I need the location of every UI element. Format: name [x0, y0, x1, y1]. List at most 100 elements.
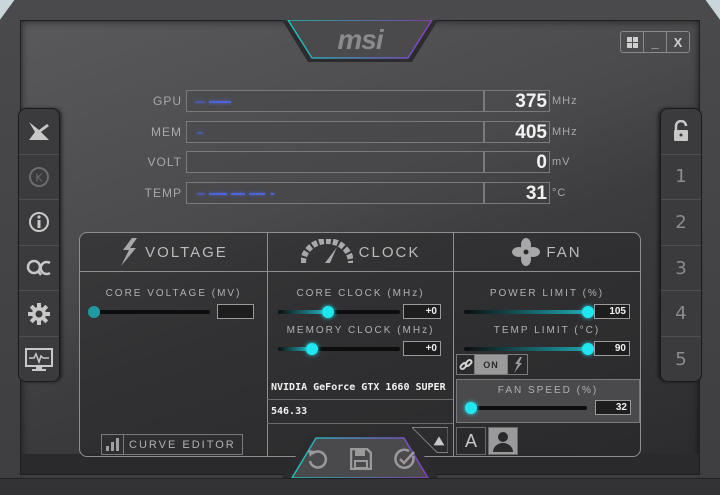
voltage-header: VOLTAGE: [80, 233, 267, 272]
oc-scanner-icon: [26, 259, 51, 276]
driver-version: 546.33: [267, 400, 453, 424]
apply-icon[interactable]: [394, 448, 416, 470]
link-button[interactable]: [457, 355, 475, 374]
settings-icon: [28, 302, 50, 325]
control-panel: VOLTAGE CORE VOLTAGE (MV) CURVE EDITOR C…: [79, 232, 641, 457]
profile-3[interactable]: 3: [661, 246, 701, 292]
triangle-up-icon: [433, 436, 445, 446]
monitor-unit: mV: [552, 156, 571, 168]
svg-text:K: K: [35, 171, 43, 184]
window-controls: _ X: [620, 31, 690, 53]
close-button[interactable]: X: [673, 34, 683, 50]
core-voltage-slider[interactable]: [88, 306, 210, 318]
monitor-graph: [186, 121, 484, 143]
core-voltage-input[interactable]: [217, 304, 254, 319]
oc-scanner-button[interactable]: [19, 246, 59, 292]
slider-knob[interactable]: [465, 402, 477, 414]
clock-header: CLOCK: [268, 233, 453, 272]
slider-knob[interactable]: [582, 343, 594, 355]
fan-icon: [512, 238, 541, 266]
monitor-label: GPU: [152, 94, 182, 108]
monitor-graph: [186, 151, 484, 173]
lightning-icon: [513, 356, 522, 373]
kombustor-icon: [29, 122, 49, 141]
limit-link-group: ON: [456, 354, 528, 375]
curve-editor-button[interactable]: CURVE EDITOR: [101, 434, 243, 455]
slider-knob[interactable]: [582, 306, 594, 318]
user-fan-button[interactable]: [488, 427, 518, 455]
link-toggle[interactable]: ON: [475, 355, 507, 374]
fan-speed-slider[interactable]: [465, 402, 587, 414]
slider-knob[interactable]: [322, 306, 334, 318]
monitor-unit: MHz: [552, 126, 578, 138]
core-clock-input[interactable]: +0: [403, 304, 441, 319]
left-sidebar: K: [18, 108, 60, 382]
kombustor-button[interactable]: [19, 109, 59, 155]
monitor-value: 31: [484, 182, 550, 204]
monitor-value: 375: [484, 90, 550, 112]
profile-2[interactable]: 2: [661, 200, 701, 246]
monitor-value: 405: [484, 121, 550, 143]
profile-1[interactable]: 1: [661, 155, 701, 201]
monitor-unit: °C: [552, 187, 567, 199]
monitoring-icon: [25, 347, 53, 371]
monitoring-button[interactable]: [19, 337, 59, 383]
memory-clock-input[interactable]: +0: [403, 341, 441, 356]
action-icons: [306, 446, 416, 472]
fan-header: FAN: [454, 233, 640, 272]
reset-icon[interactable]: [306, 448, 328, 470]
fan-speed-input[interactable]: 32: [595, 400, 631, 415]
temp-limit-slider[interactable]: [464, 343, 594, 355]
monitor-label: MEM: [151, 125, 182, 139]
right-sidebar: 1 2 3 4 5: [660, 108, 702, 382]
k-boost-button[interactable]: K: [19, 155, 59, 201]
voltage-title: VOLTAGE: [145, 243, 228, 261]
expand-button[interactable]: [412, 426, 452, 454]
save-icon[interactable]: [350, 448, 372, 470]
core-clock-label: CORE CLOCK (MHz): [296, 288, 425, 299]
windows-icon[interactable]: [621, 32, 644, 52]
msi-logo: msi: [337, 24, 383, 55]
lightning-icon: [121, 238, 138, 266]
power-boost-button[interactable]: [507, 355, 527, 374]
slider-knob[interactable]: [306, 343, 318, 355]
power-limit-input[interactable]: 105: [594, 304, 630, 319]
fan-mode-buttons: A: [456, 427, 518, 455]
profile-4[interactable]: 4: [661, 291, 701, 337]
monitor-row-temp: TEMP 31 °C: [130, 182, 590, 204]
voltage-section: VOLTAGE CORE VOLTAGE (MV) CURVE EDITOR: [80, 233, 268, 456]
monitor-unit: MHz: [552, 95, 578, 107]
settings-button[interactable]: [19, 291, 59, 337]
k-boost-icon: K: [29, 166, 49, 187]
fan-section: FAN POWER LIMIT (%) 105 TEMP LIMIT (°C) …: [454, 233, 640, 456]
power-limit-slider[interactable]: [464, 306, 594, 318]
power-limit-label: POWER LIMIT (%): [489, 288, 605, 299]
monitor-graph: [186, 182, 484, 204]
link-icon: [458, 358, 473, 370]
slider-knob[interactable]: [88, 306, 100, 318]
temp-limit-input[interactable]: 90: [594, 341, 630, 356]
clock-section: CLOCK CORE CLOCK (MHz) +0 MEMORY CLOCK (…: [268, 233, 454, 456]
bar-chart-icon: [102, 435, 124, 454]
fan-title: FAN: [546, 243, 582, 261]
monitor-row-gpu: GPU 375 MHz: [130, 90, 590, 112]
monitor-row-volt: VOLT 0 mV: [130, 151, 590, 173]
auto-fan-button[interactable]: A: [456, 427, 486, 455]
monitor-graph: [186, 90, 484, 112]
info-button[interactable]: [19, 200, 59, 246]
fan-speed-section: FAN SPEED (%) 32: [456, 379, 640, 423]
core-clock-slider[interactable]: [278, 306, 400, 318]
logo-notch: [282, 20, 438, 62]
minimize-button[interactable]: _: [644, 32, 667, 52]
unlock-icon: [674, 120, 688, 142]
monitor-label: VOLT: [147, 155, 182, 169]
fan-speed-label: FAN SPEED (%): [497, 385, 599, 396]
monitor-row-mem: MEM 405 MHz: [130, 121, 590, 143]
profile-5[interactable]: 5: [675, 349, 687, 371]
memory-clock-label: MEMORY CLOCK (MHz): [286, 325, 435, 336]
temp-limit-label: TEMP LIMIT (°C): [493, 325, 601, 336]
memory-clock-slider[interactable]: [278, 343, 400, 355]
speedometer-icon: [300, 239, 353, 264]
core-voltage-label: CORE VOLTAGE (MV): [105, 288, 242, 299]
lock-button[interactable]: [661, 109, 701, 155]
